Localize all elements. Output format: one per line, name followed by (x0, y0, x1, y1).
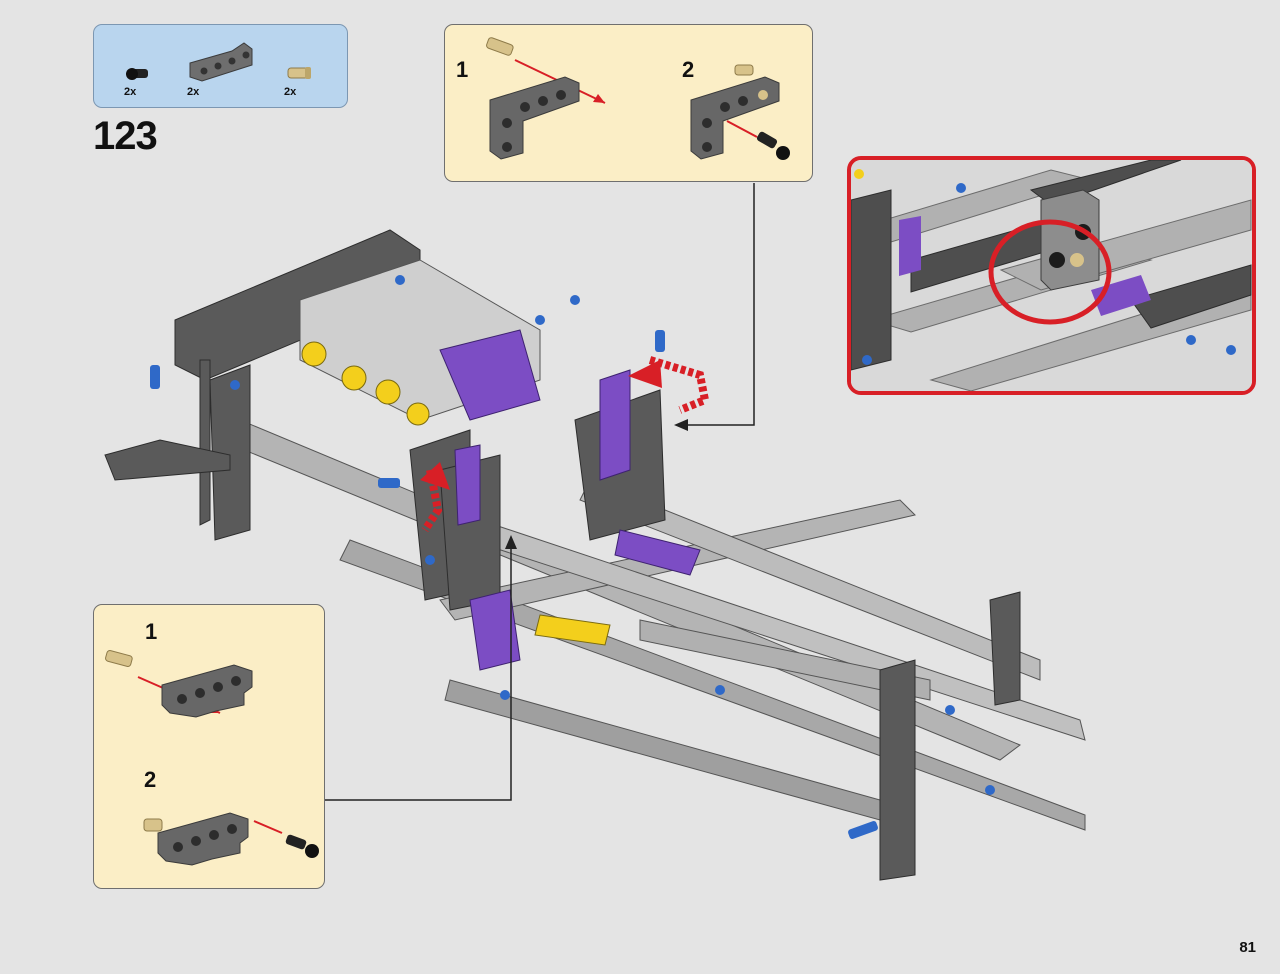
l-beam-part (489, 76, 580, 160)
qty-l-beam: 2x (187, 86, 200, 98)
callout-circle-icon (988, 219, 1112, 325)
sub-step-label-1: 1 (456, 57, 469, 82)
sub-step-label-2: 2 (144, 767, 157, 792)
l-beam-part (161, 664, 253, 718)
black-pin-part (126, 68, 148, 80)
parts-illustration (126, 42, 311, 82)
tan-pin-part (486, 37, 514, 56)
qty-tan-pin: 2x (284, 86, 297, 98)
sub-step-label-2: 2 (682, 57, 695, 82)
purple-parts (439, 329, 701, 671)
l-beam-part (690, 76, 780, 160)
sub-step-label-1: 1 (145, 619, 158, 644)
page-number: 81 (1239, 939, 1256, 956)
qty-black-pin: 2x (124, 86, 137, 98)
tan-pin-part (105, 649, 133, 667)
arrow-icon (253, 820, 283, 834)
tan-pin-part (287, 67, 311, 79)
l-beam-part (189, 42, 253, 82)
black-pin-part (756, 131, 790, 160)
subassembly-top-illustration (486, 37, 790, 160)
step-number: 123 (93, 114, 158, 158)
black-pin-part (285, 834, 319, 858)
arrow-icon (726, 120, 758, 138)
connector-line-bottom (325, 545, 512, 801)
yellow-part (534, 614, 611, 646)
parts-list-box: 2x 2x 2x (93, 24, 348, 108)
zoom-illustration (851, 160, 1252, 391)
rotate-arrow-icon (628, 356, 710, 414)
l-beam-part (1040, 189, 1100, 291)
l-beam-part (157, 812, 249, 866)
zoom-callout (847, 156, 1256, 395)
rotate-arrow-icon (420, 462, 450, 533)
connector-line-top (684, 183, 755, 426)
blue-pins (150, 275, 995, 839)
subassembly-box-bottom: 1 2 (93, 604, 325, 889)
arrow-icon (674, 419, 688, 431)
subassembly-bottom-illustration (105, 649, 319, 866)
subassembly-box-top: 1 2 (444, 24, 813, 182)
arrow-icon (505, 535, 517, 549)
